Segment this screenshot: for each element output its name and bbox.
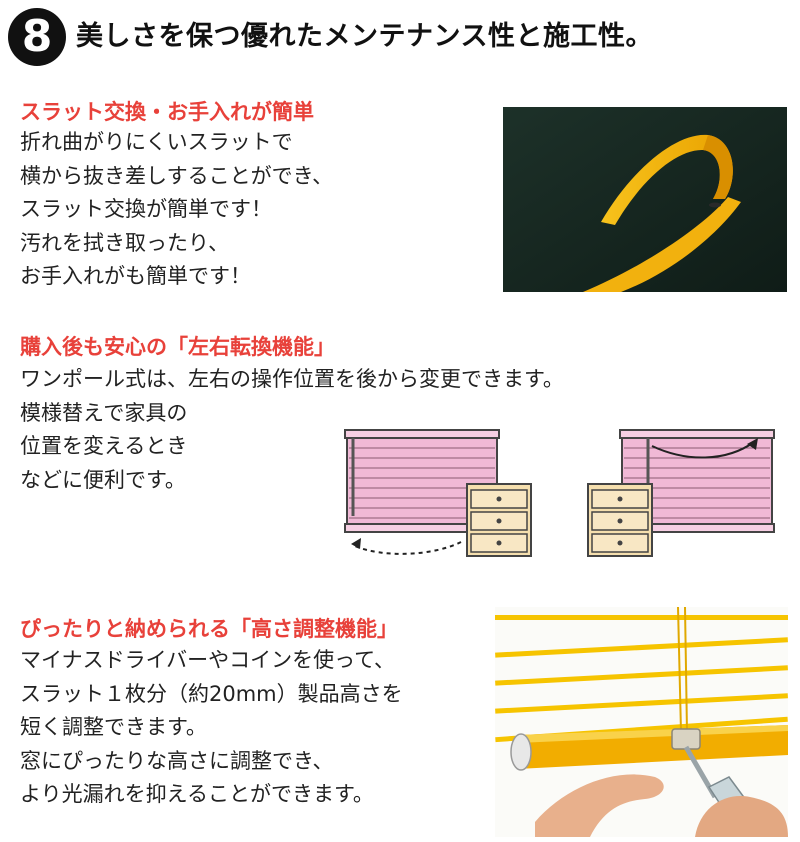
section-heading-height-adjust: ぴったりと納められる「高さ調整機能」 [20,617,398,641]
section-body-height-adjust: マイナスドライバーやコインを使って、 スラット１枚分（約20mm）製品高さを 短… [20,644,403,812]
body-line: 窓にぴったりな高さに調整でき、 [20,748,334,773]
body-line: スラット１枚分（約20mm）製品高さを [20,681,403,706]
body-line: スラット交換が簡単です！ [20,197,272,221]
body-line: マイナスドライバーやコインを使って、 [20,648,396,672]
body-line: 位置を変えるとき [20,434,188,458]
body-line: ワンポール式は、左右の操作位置を後から変更できます。 [20,367,564,391]
slat-bend-photo [503,107,787,292]
blind-left-operation-illustration [343,428,533,558]
section-number-badge: 8 [8,8,66,66]
body-line: 横から抜き差しすることができ、 [20,163,334,188]
body-line: お手入れがも簡単です！ [20,264,251,288]
body-line: 汚れを拭き取ったり、 [20,230,230,255]
section-heading-slat-exchange: スラット交換・お手入れが簡単 [20,100,314,124]
page-title: 美しさを保つ優れたメンテナンス性と施工性。 [76,21,653,52]
body-line: より光漏れを抑えることができます。 [20,782,374,806]
section-body-slat-exchange: 折れ曲がりにくいスラットで 横から抜き差しすることができ、 スラット交換が簡単で… [20,126,333,294]
blind-right-operation-illustration [586,428,776,558]
body-line: 模様替えで家具の [20,400,188,425]
section-heading-left-right-switch: 購入後も安心の「左右転換機能」 [20,335,335,359]
height-adjust-photo [495,607,788,837]
body-line: などに便利です。 [20,467,186,492]
body-line: 短く調整できます。 [20,715,207,739]
body-line: 折れ曲がりにくいスラットで [20,130,293,154]
section-body-left-right-switch: ワンポール式は、左右の操作位置を後から変更できます。 模様替えで家具の 位置を変… [20,363,564,497]
